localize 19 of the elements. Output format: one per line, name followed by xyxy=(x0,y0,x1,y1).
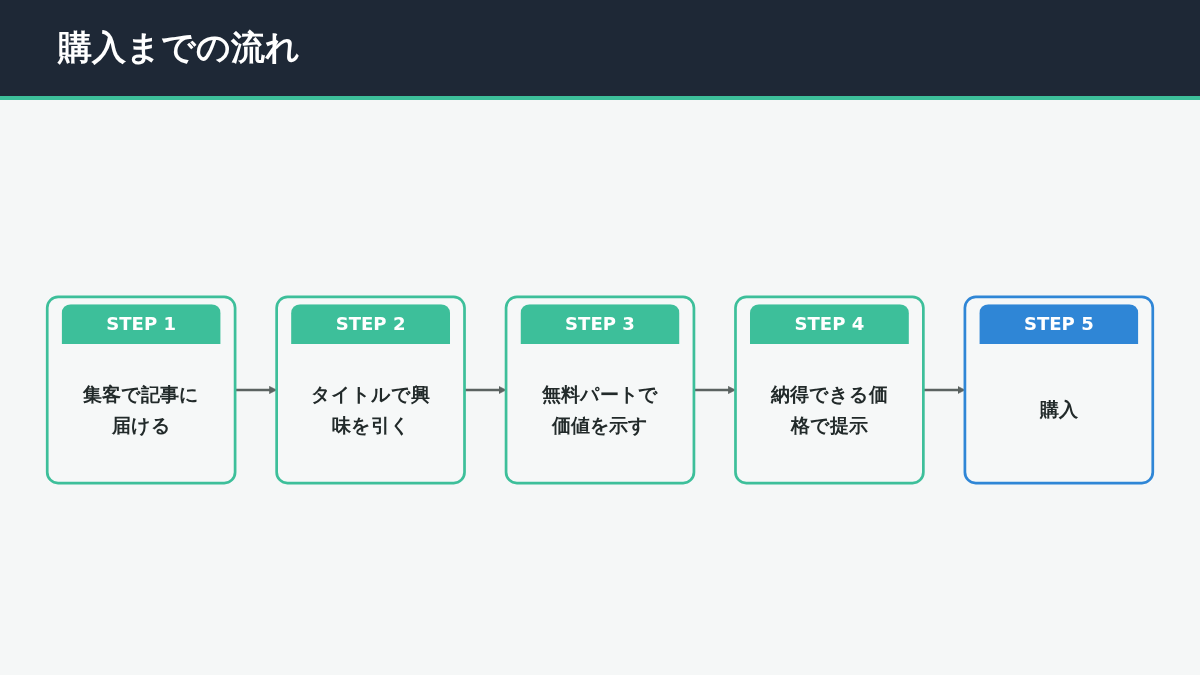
arrow xyxy=(693,386,736,394)
step-box xyxy=(275,295,466,485)
arrow xyxy=(235,386,277,394)
step-box xyxy=(963,295,1155,485)
step-box xyxy=(45,295,237,485)
arrow xyxy=(464,386,507,394)
step-text: 集客で記事に届ける xyxy=(82,382,200,439)
step-text: 無料パートで価値を示す xyxy=(540,382,660,439)
step-box xyxy=(734,295,925,485)
step-box xyxy=(504,295,696,485)
step-heading: STEP 1 xyxy=(61,304,221,344)
step-heading: STEP 2 xyxy=(291,304,451,344)
step-text: 購入 xyxy=(1038,398,1079,423)
page-title: 購入までの流れ xyxy=(58,26,300,69)
step-heading: STEP 3 xyxy=(520,304,680,344)
step-text: 納得できる価格で提示 xyxy=(769,382,889,439)
step-heading: STEP 4 xyxy=(749,304,909,344)
step-text: タイトルで興味を引く xyxy=(310,382,431,439)
step-heading: STEP 5 xyxy=(979,304,1139,344)
